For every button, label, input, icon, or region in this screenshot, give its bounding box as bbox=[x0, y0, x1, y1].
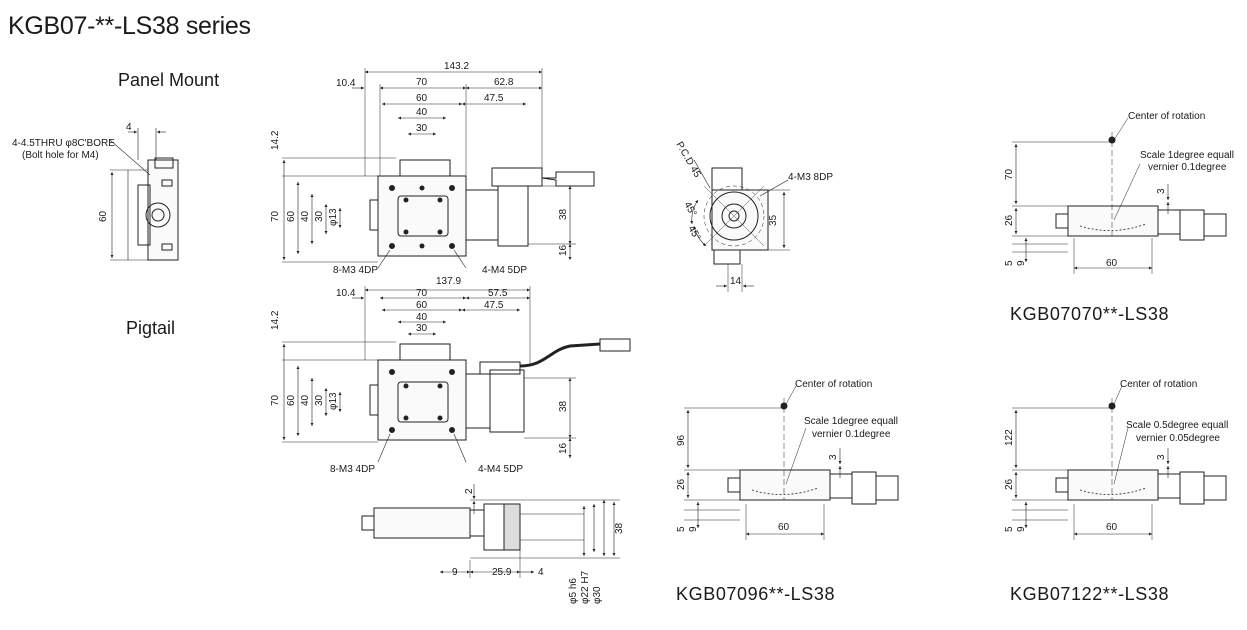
dim-top-16: 16 bbox=[558, 244, 569, 256]
note-scale-070-1: Scale 1degree equall bbox=[1140, 150, 1234, 161]
dim-side-2: 2 bbox=[464, 488, 475, 494]
note-bot-8-m3: 8-M3 4DP bbox=[330, 464, 375, 475]
dim-bot-10-4: 10.4 bbox=[336, 288, 356, 299]
dim-top-v40: 40 bbox=[300, 210, 311, 222]
dim-122-9: 9 bbox=[1016, 526, 1027, 532]
note-scale-070-2: vernier 0.1degree bbox=[1148, 162, 1227, 173]
note-cor-122: Center of rotation bbox=[1120, 379, 1197, 390]
dim-070-70: 70 bbox=[1004, 168, 1015, 180]
top-view-panel-mount bbox=[282, 68, 595, 269]
dim-top-70: 70 bbox=[416, 77, 428, 88]
dim-rot-35: 35 bbox=[768, 214, 779, 226]
model-070-view bbox=[1012, 117, 1227, 274]
dim-top-60: 60 bbox=[416, 93, 428, 104]
dim-top-47-5: 47.5 bbox=[484, 93, 504, 104]
note-bolt-hole-2: (Bolt hole for M4) bbox=[22, 150, 99, 161]
note-bot-4-m4: 4-M4 5DP bbox=[478, 464, 523, 475]
dim-096-26: 26 bbox=[676, 478, 687, 490]
dim-side-4: 4 bbox=[538, 567, 544, 578]
model-122-view bbox=[1012, 385, 1227, 540]
dim-side-phi5: φ5 h6 bbox=[568, 578, 579, 604]
note-cor-096: Center of rotation bbox=[795, 379, 872, 390]
model-label-070: KGB07070**-LS38 bbox=[1010, 304, 1170, 324]
dim-096-9: 9 bbox=[688, 526, 699, 532]
dim-122-122: 122 bbox=[1004, 429, 1015, 446]
dim-bot-16: 16 bbox=[558, 442, 569, 454]
note-top-4-m4: 4-M4 5DP bbox=[482, 265, 527, 276]
dim-side-9: 9 bbox=[452, 567, 458, 578]
dim-side-phi30: φ30 bbox=[592, 586, 603, 604]
dim-096-60: 60 bbox=[778, 522, 790, 533]
dim-top-v70: 70 bbox=[270, 210, 281, 222]
dim-bot-phi13: φ13 bbox=[328, 392, 339, 410]
dim-122-60: 60 bbox=[1106, 522, 1118, 533]
note-pcd: P.C.D 45 bbox=[673, 140, 702, 180]
note-scale-096-1: Scale 1degree equall bbox=[804, 416, 898, 427]
side-view-shaft bbox=[361, 484, 620, 578]
dim-bot-v70: 70 bbox=[270, 394, 281, 406]
dim-top-phi13: φ13 bbox=[328, 208, 339, 226]
dim-bot-38: 38 bbox=[558, 400, 569, 412]
note-side-4-m3: 4-M3 8DP bbox=[788, 172, 833, 183]
note-bolt-hole-1: 4-4.5THRU φ8C'BORE bbox=[12, 138, 115, 149]
dim-122-3: 3 bbox=[1156, 454, 1167, 460]
dim-122-26: 26 bbox=[1004, 478, 1015, 490]
rotary-side-view bbox=[690, 159, 790, 292]
dim-pm-4: 4 bbox=[126, 122, 132, 133]
dim-bot-14-2: 14.2 bbox=[270, 310, 281, 330]
dim-top-38: 38 bbox=[558, 208, 569, 220]
dim-070-9: 9 bbox=[1016, 260, 1027, 266]
model-label-096: KGB07096**-LS38 bbox=[676, 584, 836, 604]
dim-bot-57-5: 57.5 bbox=[488, 288, 508, 299]
dim-bot-30: 30 bbox=[416, 323, 428, 334]
dim-side-25-9: 25.9 bbox=[492, 567, 512, 578]
top-view-pigtail bbox=[282, 286, 631, 463]
dim-side-phi22: φ22 H7 bbox=[580, 570, 591, 604]
dim-top-v60: 60 bbox=[286, 210, 297, 222]
dim-top-14-2: 14.2 bbox=[270, 130, 281, 150]
dim-pm-60: 60 bbox=[98, 210, 109, 222]
dim-096-96: 96 bbox=[676, 434, 687, 446]
dim-122-5: 5 bbox=[1004, 526, 1015, 532]
model-096-view bbox=[684, 385, 899, 540]
dim-top-62-8: 62.8 bbox=[494, 77, 514, 88]
dim-096-5: 5 bbox=[676, 526, 687, 532]
dim-070-3: 3 bbox=[1156, 188, 1167, 194]
view-label-panel-mount: Panel Mount bbox=[118, 70, 220, 90]
dim-top-30: 30 bbox=[416, 123, 428, 134]
dim-070-26: 26 bbox=[1004, 214, 1015, 226]
panel-mount-side-view bbox=[109, 128, 179, 261]
dim-top-143: 143.2 bbox=[444, 61, 469, 72]
dim-top-v30: 30 bbox=[314, 210, 325, 222]
note-scale-122-1: Scale 0.5degree equall bbox=[1126, 420, 1228, 431]
dim-bot-70: 70 bbox=[416, 288, 428, 299]
note-scale-096-2: vernier 0.1degree bbox=[812, 429, 891, 440]
dim-bot-v30: 30 bbox=[314, 394, 325, 406]
dim-bot-40: 40 bbox=[416, 312, 428, 323]
dim-top-10-4: 10.4 bbox=[336, 78, 356, 89]
dim-bot-v40: 40 bbox=[300, 394, 311, 406]
dim-bot-47-5: 47.5 bbox=[484, 300, 504, 311]
note-top-8-m3: 8-M3 4DP bbox=[333, 265, 378, 276]
dim-096-3: 3 bbox=[828, 454, 839, 460]
dim-rot-45a: 45° bbox=[681, 200, 698, 219]
dim-070-60: 60 bbox=[1106, 258, 1118, 269]
dim-bot-137-9: 137.9 bbox=[436, 276, 461, 287]
dim-top-40: 40 bbox=[416, 107, 428, 118]
dim-rot-14: 14 bbox=[730, 276, 742, 287]
note-scale-122-2: vernier 0.05degree bbox=[1136, 433, 1220, 444]
view-label-pigtail: Pigtail bbox=[126, 318, 176, 338]
note-cor-070: Center of rotation bbox=[1128, 111, 1205, 122]
dim-bot-v60: 60 bbox=[286, 394, 297, 406]
dim-070-5: 5 bbox=[1004, 260, 1015, 266]
dim-side-38: 38 bbox=[614, 522, 625, 534]
page-title: KGB07-**-LS38 series bbox=[8, 12, 251, 40]
model-label-122: KGB07122**-LS38 bbox=[1010, 584, 1170, 604]
dim-bot-60: 60 bbox=[416, 300, 428, 311]
